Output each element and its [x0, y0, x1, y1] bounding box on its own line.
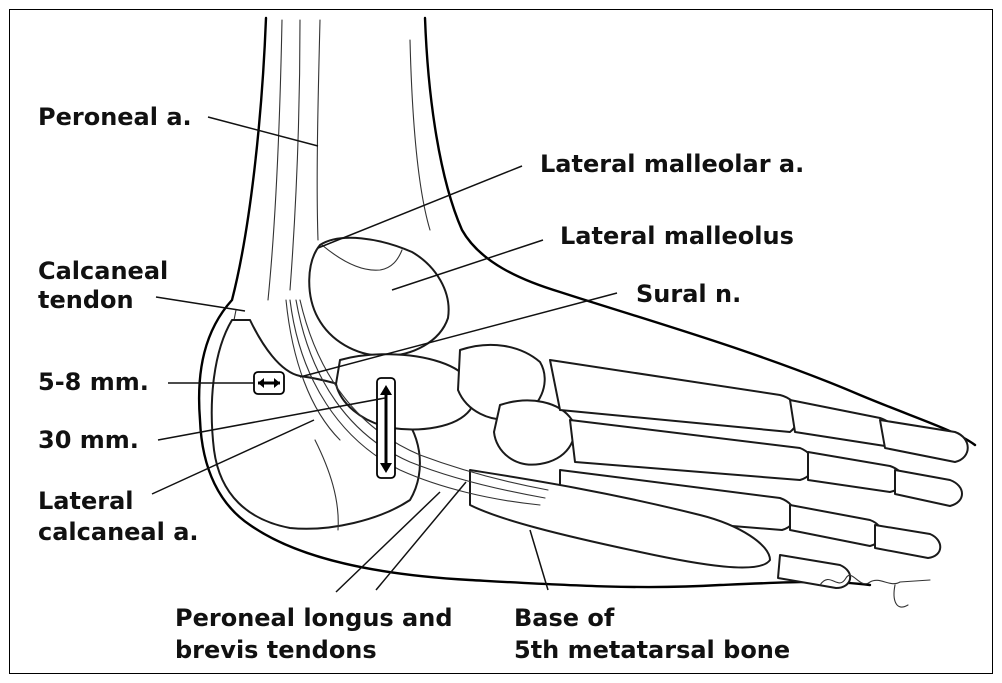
label-base-5th-metatarsal-line1: Base of — [514, 604, 614, 632]
label-peroneal-tendons-line1: Peroneal longus and — [175, 604, 453, 632]
label-calcaneal-tendon-line1: Calcaneal — [38, 257, 168, 285]
foot-bones — [458, 345, 968, 588]
label-peroneal-tendons-line2: brevis tendons — [175, 636, 377, 664]
label-5-8-mm: 5-8 mm. — [38, 368, 149, 396]
label-lateral-malleolar-a: Lateral malleolar a. — [540, 150, 804, 178]
label-peroneal-a: Peroneal a. — [38, 103, 192, 131]
label-base-5th-metatarsal-line2: 5th metatarsal bone — [514, 636, 790, 664]
label-lateral-calcaneal-a-line1: Lateral — [38, 487, 134, 515]
label-lateral-calcaneal-a-line2: calcaneal a. — [38, 518, 199, 546]
label-lateral-malleolus: Lateral malleolus — [560, 222, 794, 250]
label-calcaneal-tendon-line2: tendon — [38, 286, 134, 314]
leader-base-5th-metatarsal — [530, 530, 548, 590]
label-sural-n: Sural n. — [636, 280, 741, 308]
leader-peroneal-a — [208, 117, 318, 146]
label-30-mm: 30 mm. — [38, 426, 139, 454]
